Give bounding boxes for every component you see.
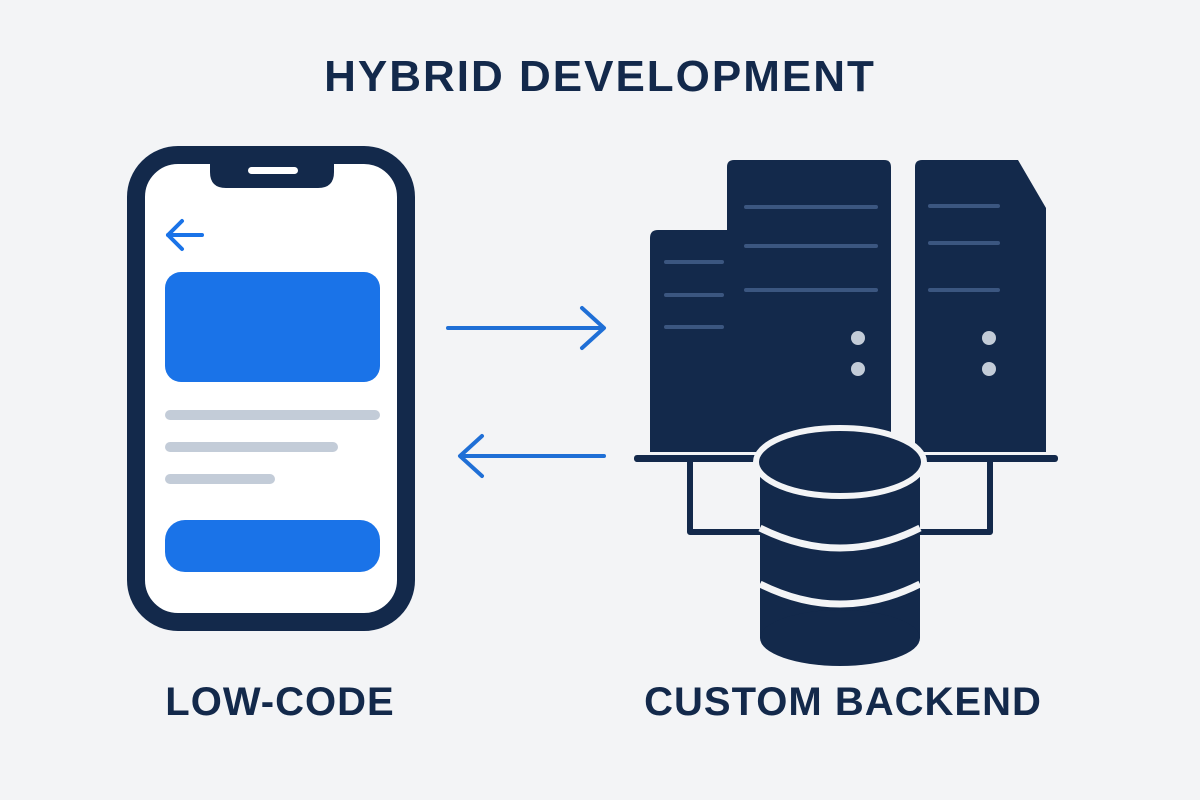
connector-lines [687, 462, 993, 535]
skeleton-line [165, 442, 338, 452]
arrow-left-icon [166, 219, 204, 251]
skeleton-line [165, 410, 380, 420]
custom-backend-label: CUSTOM BACKEND [644, 680, 1042, 724]
smartphone-icon [127, 146, 415, 631]
server-rack-icon [634, 160, 1058, 462]
arrow-left-icon [458, 434, 606, 478]
arrow-right-icon [446, 306, 606, 350]
diagram-title: HYBRID DEVELOPMENT [324, 52, 876, 101]
skeleton-line [165, 474, 275, 484]
screen-card-block [165, 272, 380, 382]
screen-button-block [165, 520, 380, 572]
database-icon [753, 425, 927, 666]
low-code-label: LOW-CODE [165, 680, 395, 724]
